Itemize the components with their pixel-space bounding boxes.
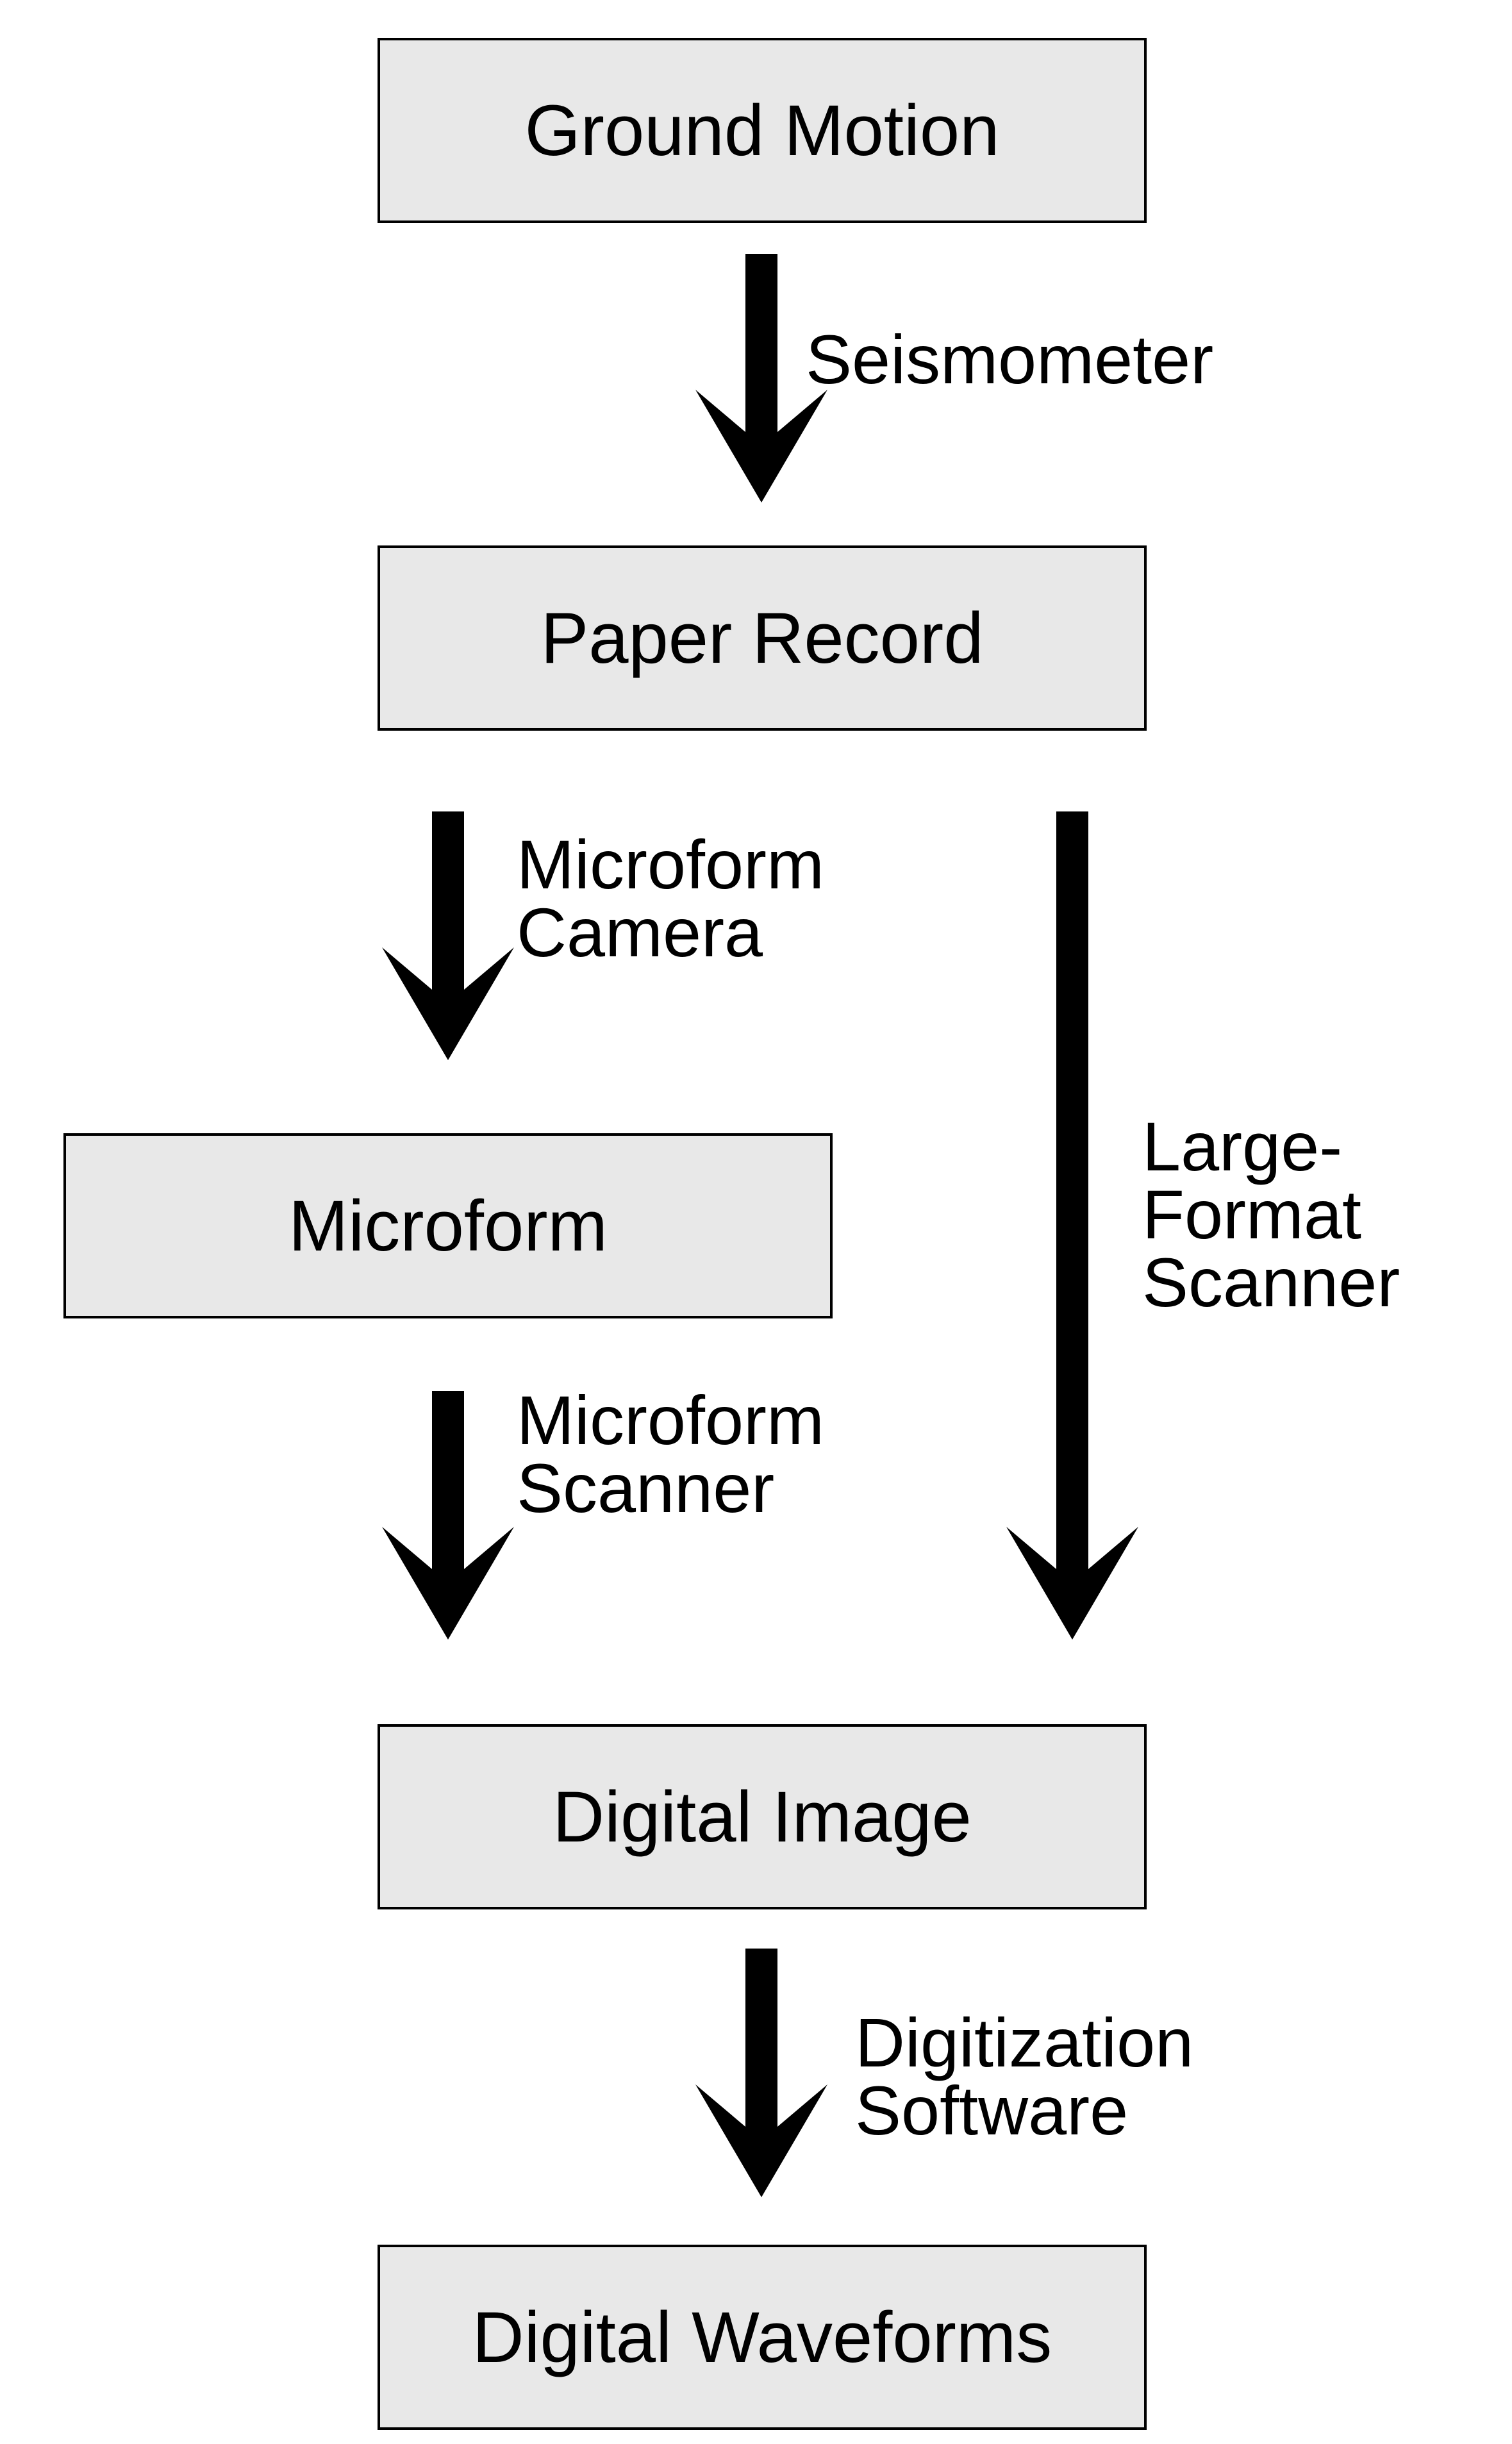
node-digital-waveforms: Digital Waveforms — [378, 2245, 1147, 2430]
edge-label-large-format-scanner: Large- Format Scanner — [1142, 1108, 1400, 1321]
arrow-paper-to-digital-image — [1006, 811, 1138, 1640]
edge-label-seismometer: Seismometer — [806, 320, 1214, 398]
node-paper-record: Paper Record — [378, 545, 1147, 731]
edge-label-microform-scanner: Microform Scanner — [517, 1381, 824, 1527]
node-microform: Microform — [63, 1133, 833, 1318]
node-ground-motion: Ground Motion — [378, 38, 1147, 223]
edge-label-digitization-software: Digitization Software — [855, 2004, 1194, 2149]
node-digital-image: Digital Image — [378, 1724, 1147, 1909]
edge-label-microform-camera: Microform Camera — [517, 826, 824, 971]
arrow-paper-to-microform — [382, 811, 514, 1060]
arrow-microform-to-digital-image — [382, 1391, 514, 1640]
arrow-ground-to-paper — [695, 254, 827, 503]
arrow-digital-image-to-waveforms — [695, 1949, 827, 2197]
